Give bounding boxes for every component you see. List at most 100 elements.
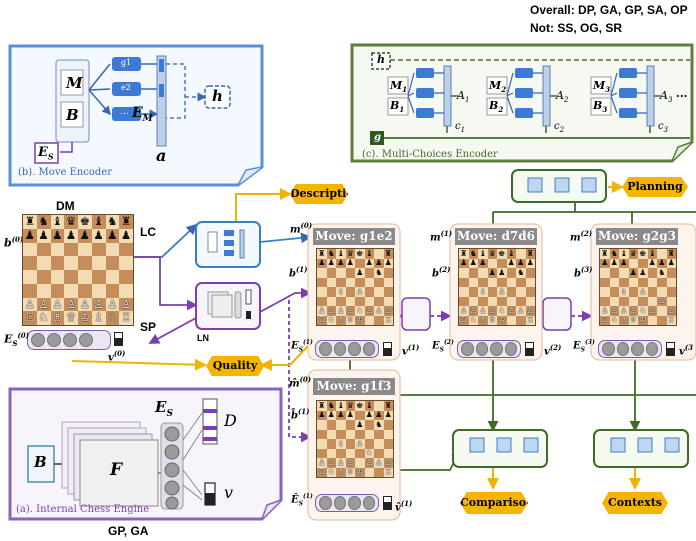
board-square: ♟ [364,258,374,268]
chess-piece: ♙ [337,306,345,315]
board-square [516,296,526,306]
chess-piece: ♖ [24,311,36,325]
board-square: ♘ [105,311,120,325]
board-square [355,296,365,306]
board-square: ♙ [355,287,365,297]
board-square [459,277,469,287]
engine-es-label: ES [155,398,173,419]
chess-piece: ♙ [526,306,534,315]
mc-ellipsis: ... [676,87,688,100]
board-square: ♟ [374,258,384,268]
chess-piece: ♜ [318,249,326,258]
board-square [64,283,78,298]
chess-piece: ♟ [479,258,487,268]
board-square [91,242,106,257]
board-square: ♟ [628,268,638,278]
mc-m3: M3 [593,79,611,95]
board-square: ♟ [497,268,507,278]
board-square: ♜ [459,249,469,259]
board-square [336,268,346,278]
em-label: EM [132,105,153,124]
board-square [619,296,629,306]
move-1-header: Move: g1e2 [313,228,395,245]
chess-piece: ♞ [38,215,49,229]
board-square: ♞ [657,268,667,278]
board-square: ♙ [326,458,336,468]
board-square [317,268,327,278]
board-square [326,420,336,430]
chess-piece: ♟ [469,258,477,268]
block-g1: g1 [121,58,132,67]
board-square: ♟ [345,410,355,420]
comparison-output: Comparison [460,492,528,514]
chess-board-start: ♜♞♝♛♚♝♞♜♟♟♟♟♟♟♟♟♙♙♙♙♙♙♙♙♖♘♗♕♔♗♘♖ [22,214,134,326]
board-square: ♟ [355,268,365,278]
embedding-slot [63,333,77,347]
chess-piece: ♝ [337,401,345,410]
move-encoder-caption: (b). Move Encoder [18,167,113,178]
board-square: ♝ [336,249,346,259]
board-square: ♖ [317,467,327,477]
board-square [478,296,488,306]
not-line: Not: SS, OG, SR [530,21,623,35]
board-square [326,287,336,297]
board-square [666,287,676,297]
chess-piece: ♙ [517,306,525,315]
chess-piece: ♘ [365,448,373,458]
board-square [345,296,355,306]
board-square: ♘ [326,315,336,325]
board-square [657,277,667,287]
board-square [345,277,355,287]
quality-output: Quality [206,356,264,376]
mini-mc-encoder-bottom-right [593,429,689,468]
move-encoder-panel [8,44,264,187]
value-bar [383,342,392,356]
board-square: ♟ [317,410,327,420]
board-square: ♙ [647,306,657,316]
chess-piece: ♟ [327,258,335,268]
board-square: ♝ [364,249,374,259]
chess-piece: ♔ [639,315,647,325]
chess-piece: ♙ [120,297,132,311]
chess-piece: ♙ [639,287,647,296]
es3-label: ES(3) [573,339,595,354]
board-square [23,242,37,257]
board-square: ♙ [78,297,92,312]
board-square [383,429,393,439]
chess-piece: ♘ [469,315,477,325]
chess-piece: ♙ [375,458,383,467]
mc-a1: A1 [457,89,470,105]
board-square: ♟ [374,410,384,420]
board-square [105,270,120,284]
board-square [525,277,535,287]
chess-piece: ♙ [460,306,468,315]
board-square [23,270,37,284]
chess-piece: ♟ [346,410,354,420]
board-square [647,287,657,297]
chess-piece: ♜ [526,249,534,258]
board-square [657,315,667,325]
board-square [336,448,346,458]
chess-piece: ♙ [318,306,326,315]
chess-piece: ♝ [479,249,487,258]
chess-piece: ♙ [469,306,477,315]
chess-piece: ♟ [384,410,392,420]
board-square [364,296,374,306]
board-square [374,429,384,439]
chess-piece: ♛ [629,249,637,258]
board-square: ♙ [374,306,384,316]
chess-piece: ♟ [488,268,496,277]
board-square [345,420,355,430]
board-square [487,258,497,268]
board-square [355,410,365,420]
mini-move-encoder [195,221,261,268]
board-square: ♟ [23,228,37,243]
chess-piece: ♝ [648,249,656,258]
chess-piece: ♙ [318,458,326,467]
board-square [628,258,638,268]
es-label: ES [38,145,54,162]
mc-g-label: g [374,132,381,143]
chess-piece: ♟ [639,268,647,277]
embedding-slot [79,333,93,347]
board-square: ♕ [64,311,78,325]
